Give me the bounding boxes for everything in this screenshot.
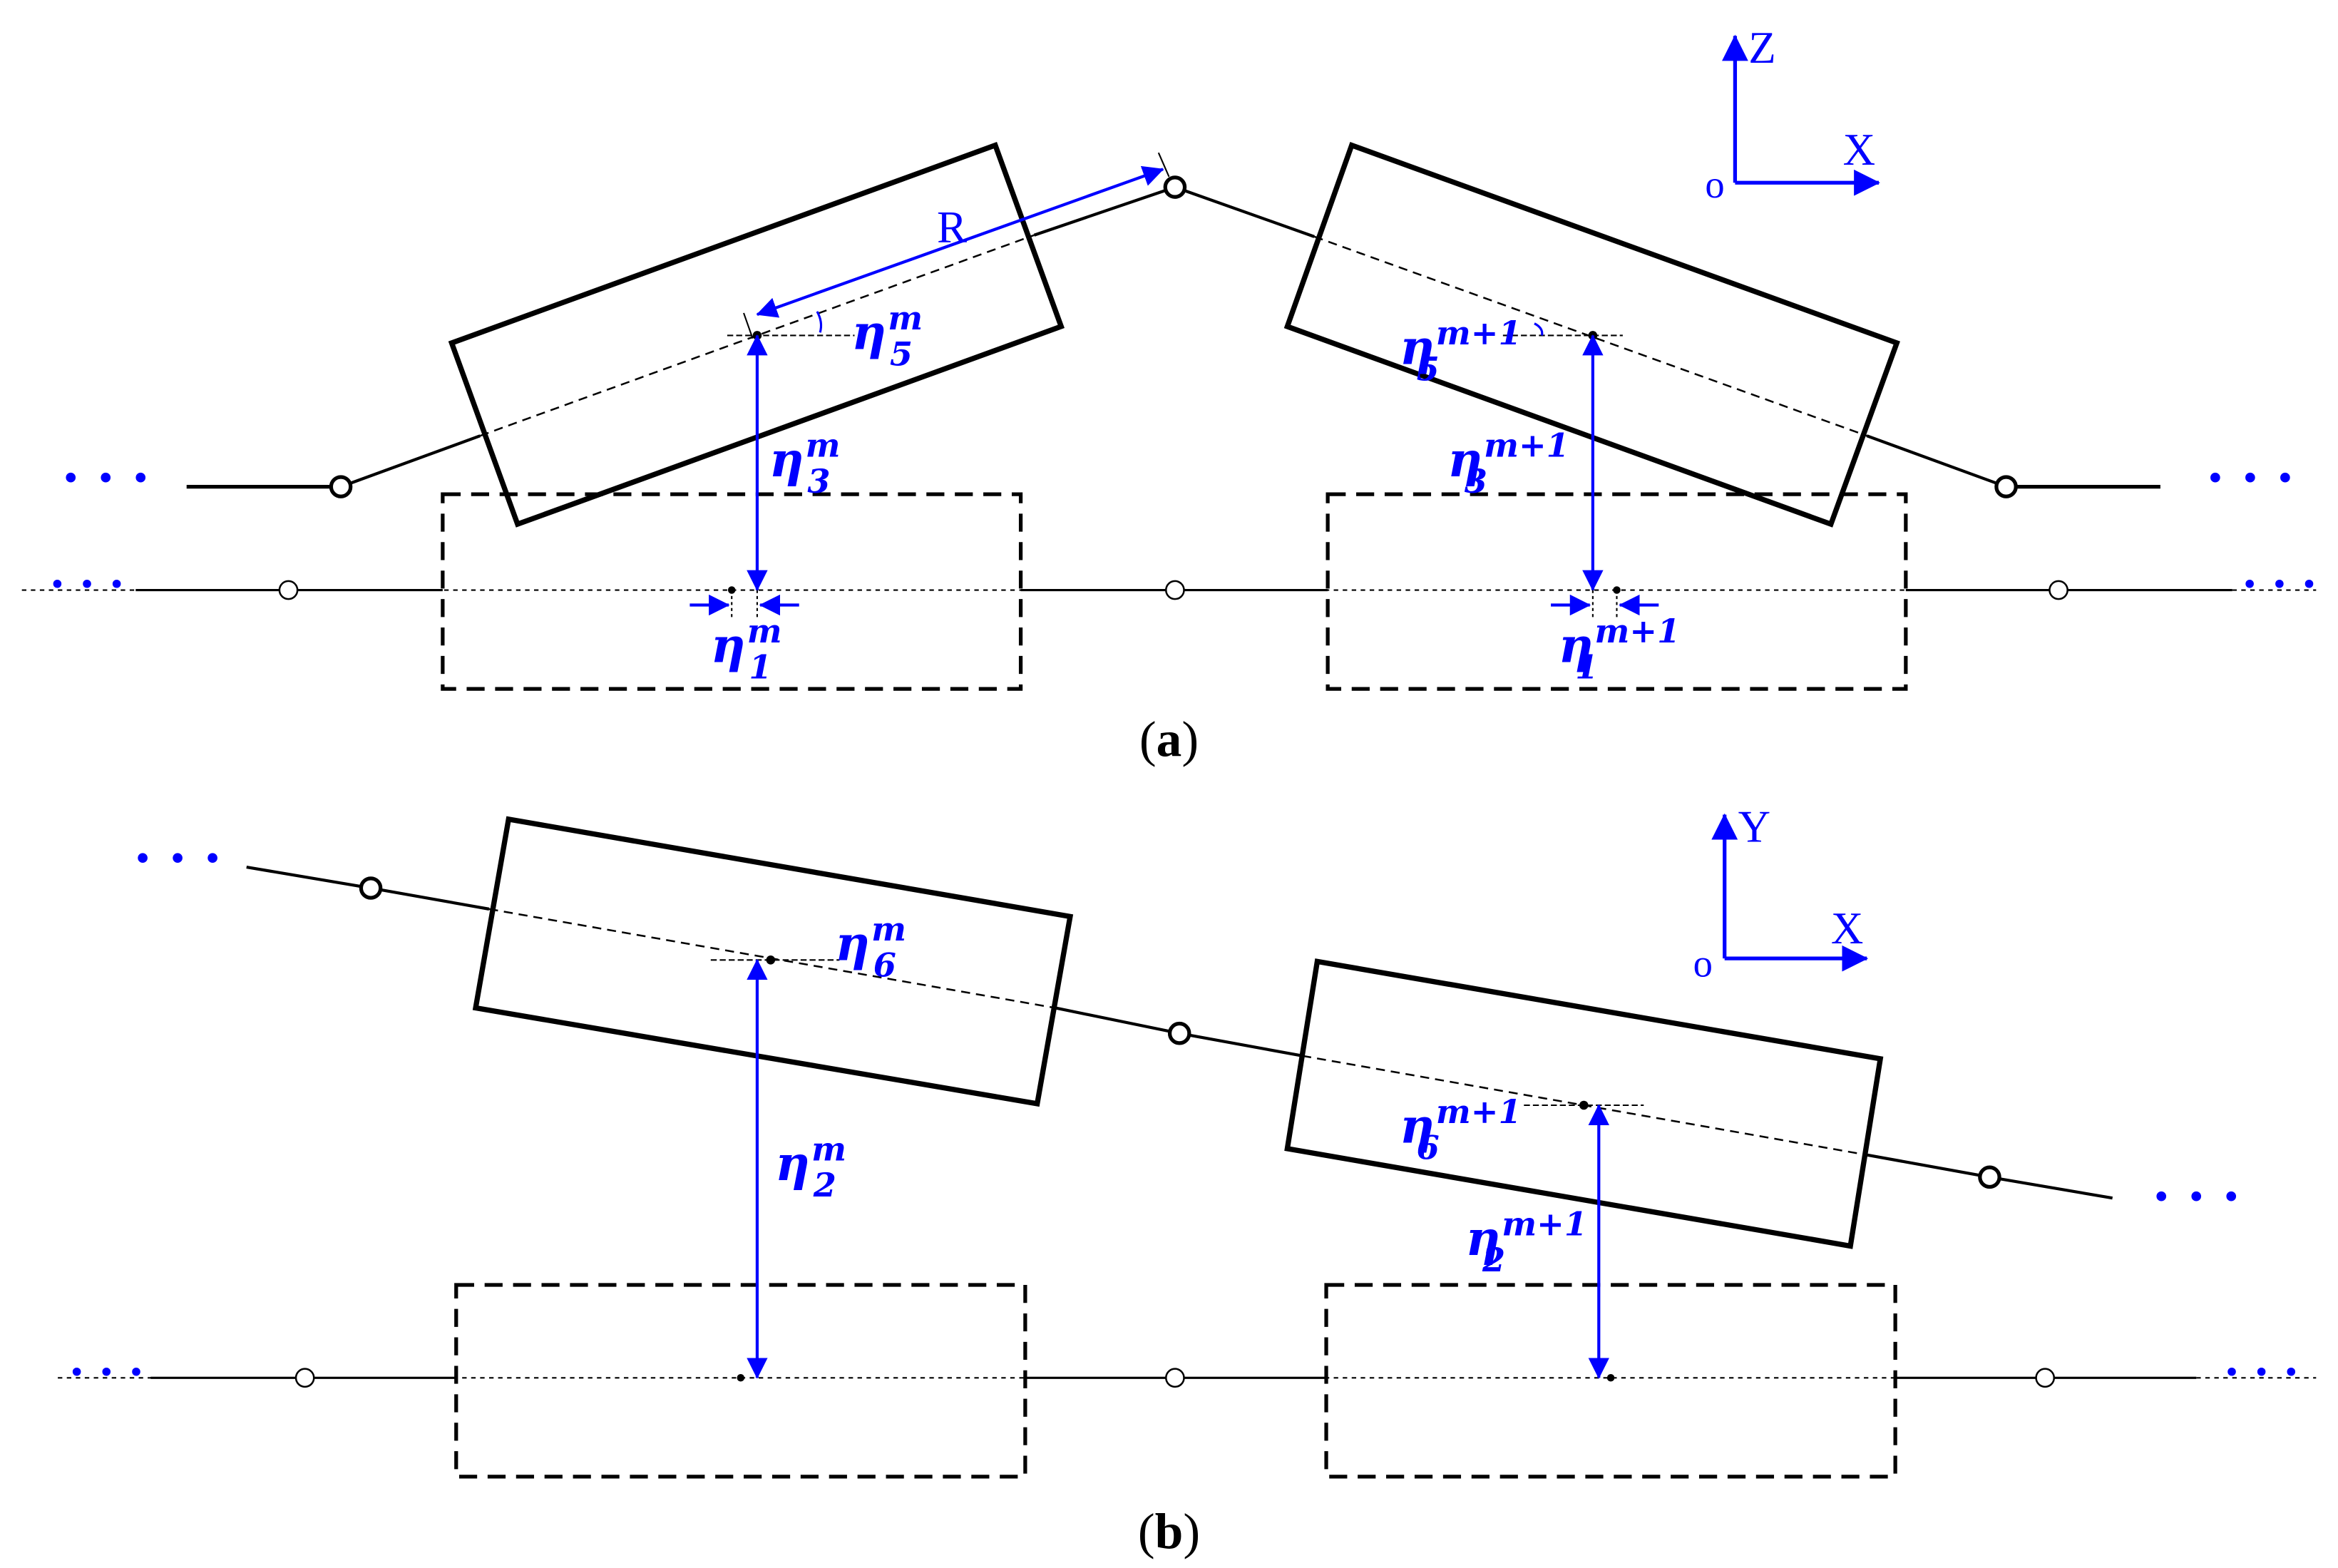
body-axis [1313,235,1867,437]
chain-link [1055,1006,1180,1035]
pitch-angle-arc [1534,322,1544,336]
hinge-joint [1994,475,2018,498]
displaced-body-m1-a [1283,142,1900,528]
reference-joint [1165,580,1185,600]
reference-joint [2049,580,2068,600]
radius-dimension-arrow [756,165,1164,318]
z-axis-label: Z [1748,23,1775,73]
chain-link [1174,185,1315,238]
reference-joint [278,580,299,600]
pitch-angle-arc [816,311,823,333]
hinge-joint [1167,1021,1191,1045]
ellipsis-left-lower: · · · [48,555,125,612]
reference-joint [2035,1368,2056,1388]
ellipsis-right-upper: · · · [2151,1163,2241,1229]
reference-joint [1165,1368,1185,1388]
x-axis-label: X [1831,903,1864,953]
chain-link [1033,185,1176,237]
ellipsis-right-upper: · · · [2205,444,2295,511]
x-axis-label: X [1843,125,1876,175]
ellipsis-left-upper: · · · [61,444,150,511]
ellipsis-right-lower: · · · [2223,1343,2299,1400]
hinge-joint [1978,1165,2001,1189]
hinge-joint [1163,175,1187,199]
chain-link [1179,1032,1303,1057]
body-axis [479,234,1035,437]
chain-link [246,865,371,890]
caption-b: (b) [1138,1504,1200,1560]
origin-label: o [1693,941,1713,985]
chain-link [1865,1153,1990,1179]
displaced-body-m-b [472,816,1074,1107]
ellipsis-left-lower: · · · [68,1343,145,1400]
reference-body-m1-b [1324,1283,1897,1479]
displaced-body-m1-b [1284,958,1884,1249]
reference-joint [294,1368,315,1388]
caption-a: (a) [1139,712,1199,768]
origin-label: o [1705,163,1724,206]
chain-link [340,434,481,488]
y-axis-label: Y [1738,801,1771,851]
ellipsis-right-lower: · · · [2241,555,2317,612]
reference-body-m-a [441,492,1023,691]
hinge-joint [329,475,353,498]
chain-link [370,886,490,911]
reference-center-dot [1606,1374,1615,1382]
tick-mark [1157,152,1170,178]
tick-mark [743,312,754,339]
label-R: R [937,203,967,252]
chain-link [1989,1175,2113,1200]
reference-body-m1-a [1326,492,1908,691]
reference-center-dot [737,1374,745,1382]
ellipsis-left-upper: · · · [133,825,222,891]
hinge-joint [359,876,383,900]
chain-link [1866,434,2007,488]
